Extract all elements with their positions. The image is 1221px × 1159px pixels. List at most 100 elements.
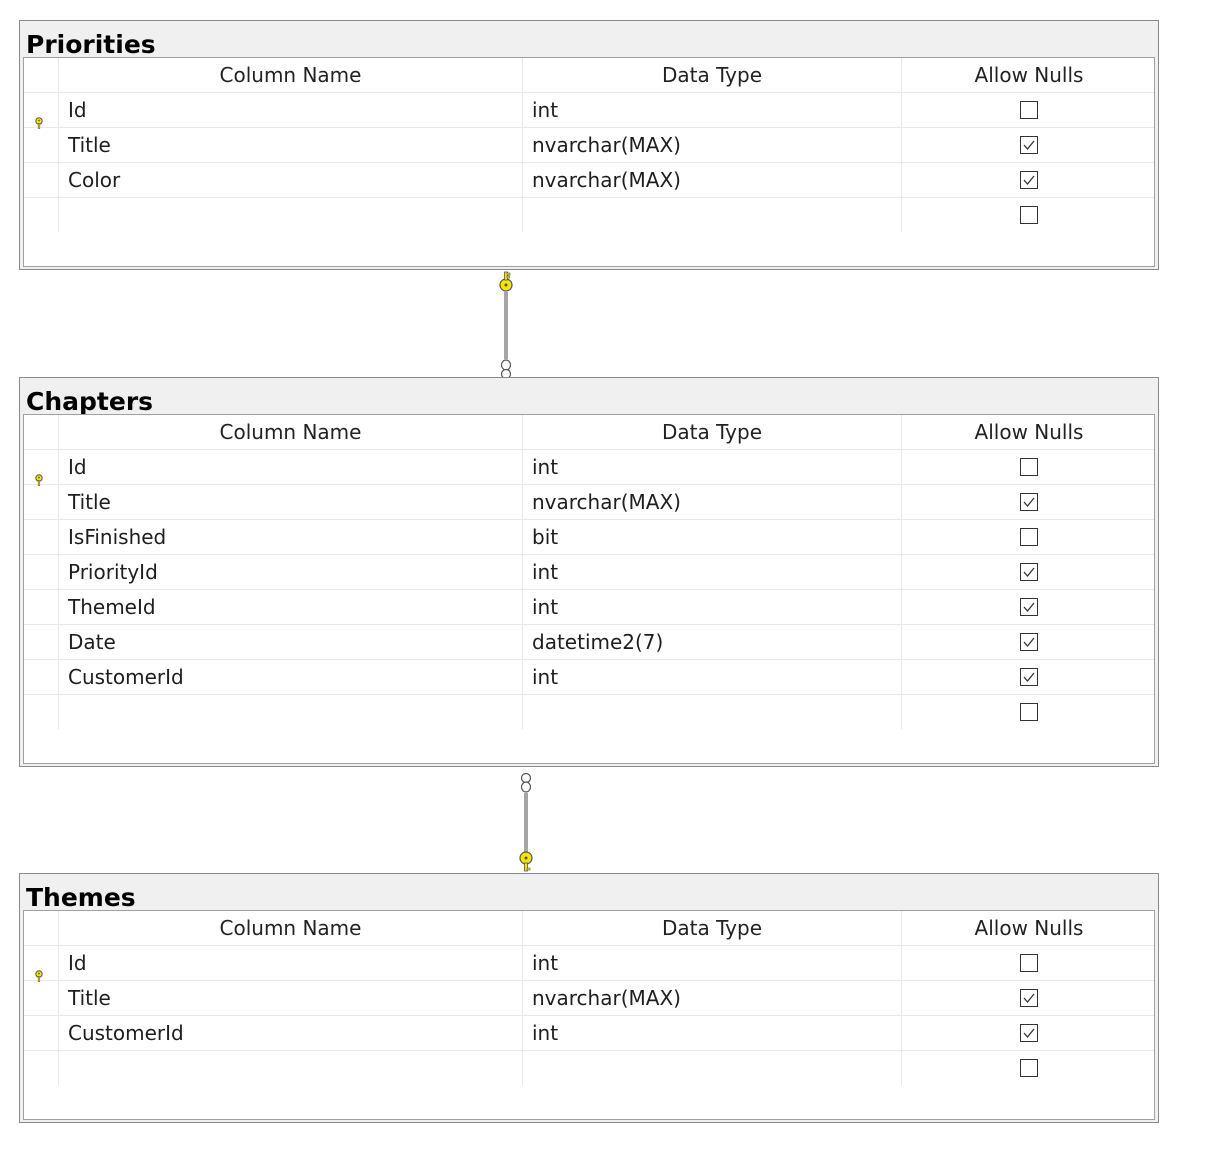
column-name-header: Column Name <box>59 911 523 945</box>
data-type-cell[interactable]: int <box>523 555 902 589</box>
data-type-cell[interactable]: nvarchar(MAX) <box>523 981 902 1015</box>
allow-nulls-checkbox[interactable] <box>1020 597 1038 616</box>
allow-nulls-checkbox[interactable] <box>1020 953 1038 972</box>
data-type-cell[interactable]: int <box>523 590 902 624</box>
data-type-cell[interactable] <box>523 695 902 729</box>
column-name-cell[interactable]: ThemeId <box>59 590 523 624</box>
table-chapters[interactable]: Chapters Column Name Data Type Allow Nul… <box>19 377 1159 767</box>
data-type-header: Data Type <box>523 58 902 92</box>
data-type-cell[interactable]: int <box>523 93 902 127</box>
allow-nulls-checkbox[interactable] <box>1020 492 1038 511</box>
row-selector[interactable] <box>24 695 59 729</box>
allow-nulls-checkbox[interactable] <box>1020 1058 1038 1077</box>
allow-nulls-checkbox[interactable] <box>1020 667 1038 686</box>
allow-nulls-header: Allow Nulls <box>974 63 1084 87</box>
column-name-cell[interactable]: Date <box>59 625 523 659</box>
allow-nulls-checkbox[interactable] <box>1020 100 1038 119</box>
table-row[interactable]: ThemeId int <box>24 590 1154 625</box>
row-selector[interactable] <box>24 485 59 519</box>
allow-nulls-checkbox[interactable] <box>1020 1023 1038 1042</box>
allow-nulls-checkbox[interactable] <box>1020 632 1038 651</box>
allow-nulls-checkbox[interactable] <box>1020 527 1038 546</box>
table-row[interactable] <box>24 695 1154 730</box>
allow-nulls-checkbox[interactable] <box>1020 170 1038 189</box>
column-name-cell[interactable] <box>59 695 523 729</box>
row-selector[interactable] <box>24 946 59 982</box>
column-name-cell[interactable]: Id <box>59 93 523 127</box>
row-selector[interactable] <box>24 163 59 197</box>
table-row[interactable]: Title nvarchar(MAX) <box>24 981 1154 1016</box>
data-type-cell[interactable]: int <box>523 660 902 694</box>
data-type-cell[interactable]: int <box>523 946 902 980</box>
column-name-cell[interactable]: CustomerId <box>59 1016 523 1050</box>
table-row[interactable]: Title nvarchar(MAX) <box>24 485 1154 520</box>
table-themes[interactable]: Themes Column Name Data Type Allow Nulls… <box>19 873 1159 1123</box>
column-name-cell[interactable] <box>59 198 523 232</box>
allow-nulls-cell <box>902 128 1156 162</box>
allow-nulls-cell <box>902 625 1156 659</box>
allow-nulls-checkbox[interactable] <box>1020 205 1038 224</box>
table-title: Themes <box>26 883 136 912</box>
table-row[interactable]: CustomerId int <box>24 1016 1154 1051</box>
allow-nulls-checkbox[interactable] <box>1020 457 1038 476</box>
row-selector[interactable] <box>24 93 59 129</box>
column-grid: Column Name Data Type Allow Nulls Id int… <box>23 910 1155 1120</box>
table-row[interactable]: Color nvarchar(MAX) <box>24 163 1154 198</box>
allow-nulls-cell <box>902 450 1156 484</box>
data-type-cell[interactable]: int <box>523 1016 902 1050</box>
data-type-cell[interactable]: int <box>523 450 902 484</box>
data-type-cell[interactable]: bit <box>523 520 902 554</box>
row-selector-header <box>24 911 59 945</box>
column-name-cell[interactable]: Title <box>59 128 523 162</box>
data-type-cell[interactable]: nvarchar(MAX) <box>523 163 902 197</box>
column-name-cell[interactable]: PriorityId <box>59 555 523 589</box>
row-selector[interactable] <box>24 1051 59 1085</box>
column-name-cell[interactable]: CustomerId <box>59 660 523 694</box>
table-row[interactable] <box>24 198 1154 233</box>
relationship-themes-chapters[interactable] <box>514 772 538 877</box>
data-type-cell[interactable]: nvarchar(MAX) <box>523 128 902 162</box>
table-row[interactable]: Title nvarchar(MAX) <box>24 128 1154 163</box>
row-selector[interactable] <box>24 590 59 624</box>
data-type-cell[interactable]: datetime2(7) <box>523 625 902 659</box>
row-selector[interactable] <box>24 198 59 232</box>
data-type-cell[interactable] <box>523 198 902 232</box>
row-selector[interactable] <box>24 128 59 162</box>
table-title: Priorities <box>26 30 156 59</box>
column-name-cell[interactable] <box>59 1051 523 1085</box>
allow-nulls-checkbox[interactable] <box>1020 135 1038 154</box>
row-selector[interactable] <box>24 450 59 486</box>
row-selector[interactable] <box>24 555 59 589</box>
row-selector[interactable] <box>24 1016 59 1050</box>
row-selector-header <box>24 415 59 449</box>
allow-nulls-checkbox[interactable] <box>1020 562 1038 581</box>
table-row[interactable]: Id int <box>24 450 1156 486</box>
table-row[interactable]: Id int <box>24 946 1154 982</box>
column-name-cell[interactable]: IsFinished <box>59 520 523 554</box>
data-type-cell[interactable] <box>523 1051 902 1085</box>
table-title: Chapters <box>26 387 154 416</box>
table-priorities[interactable]: Priorities Column Name Data Type Allow N… <box>19 20 1159 270</box>
column-name-cell[interactable]: Title <box>59 485 523 519</box>
column-name-cell[interactable]: Id <box>59 450 523 484</box>
row-selector[interactable] <box>24 520 59 554</box>
table-row[interactable] <box>24 1051 1154 1086</box>
allow-nulls-checkbox[interactable] <box>1020 702 1038 721</box>
row-selector[interactable] <box>24 981 59 1015</box>
table-row[interactable]: PriorityId int <box>24 555 1154 590</box>
allow-nulls-cell <box>902 520 1156 554</box>
table-row[interactable]: IsFinished bit <box>24 520 1154 555</box>
row-selector[interactable] <box>24 660 59 694</box>
allow-nulls-checkbox[interactable] <box>1020 988 1038 1007</box>
relationship-priorities-chapters[interactable] <box>494 270 518 381</box>
column-name-cell[interactable]: Color <box>59 163 523 197</box>
allow-nulls-cell <box>902 590 1156 624</box>
table-row[interactable]: Date datetime2(7) <box>24 625 1154 660</box>
column-name-cell[interactable]: Id <box>59 946 523 980</box>
table-row[interactable]: CustomerId int <box>24 660 1154 695</box>
row-selector[interactable] <box>24 625 59 659</box>
allow-nulls-cell <box>902 660 1156 694</box>
data-type-cell[interactable]: nvarchar(MAX) <box>523 485 902 519</box>
table-row[interactable]: Id int <box>24 93 1154 129</box>
column-name-cell[interactable]: Title <box>59 981 523 1015</box>
